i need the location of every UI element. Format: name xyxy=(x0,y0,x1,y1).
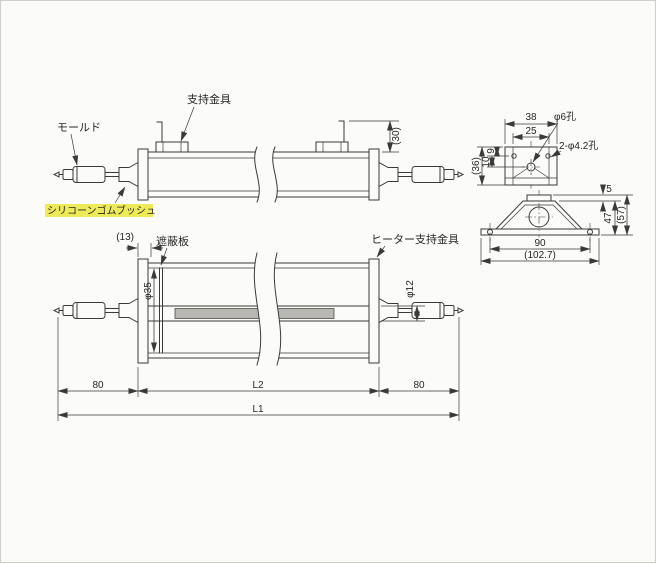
dim-right-end-80: 80 xyxy=(413,380,425,391)
bracket-detail-view: 38 25 9 10 (36) φ6孔 2-φ4.2孔 xyxy=(471,111,633,265)
label-support-bracket: 支持金具 xyxy=(187,92,231,106)
dim-end-gap-13: (13) xyxy=(116,232,134,243)
upper-side-view: (30) 支持金具 モールド シリコーンゴムブッシュ xyxy=(45,92,464,217)
label-mold: モールド xyxy=(57,122,101,134)
heating-element xyxy=(174,308,335,319)
dim-left-end-80: 80 xyxy=(92,380,104,391)
dim-pin-height: (30) xyxy=(391,127,402,145)
dim-bracket-width-38: 38 xyxy=(525,112,537,123)
highlight-silicone-bush xyxy=(45,204,153,217)
dim-bracket-inner-width-25: 25 xyxy=(525,126,537,137)
mounting-clip-right xyxy=(315,120,349,153)
dim-bracket-total-height-57: (57) xyxy=(616,206,627,224)
dim-offset-9: 9 xyxy=(486,148,497,154)
dim-element-diameter-phi12: φ12 xyxy=(405,280,416,298)
dim-bracket-depth-36: (36) xyxy=(471,157,482,175)
dim-foot-total-span-102-7: (102.7) xyxy=(524,250,556,261)
dim-offset-10: 10 xyxy=(481,156,492,168)
dim-heated-length-l2: L2 xyxy=(252,380,264,391)
dim-foot-span-90: 90 xyxy=(534,238,546,249)
label-silicone-rubber-bush: シリコーンゴムブッシュ xyxy=(47,204,156,217)
callout-phi42-holes: 2-φ4.2孔 xyxy=(559,140,598,152)
label-shield-plate: 遮蔽板 xyxy=(156,234,189,248)
dim-total-length-l1: L1 xyxy=(252,404,264,415)
dim-tube-diameter-phi35: φ35 xyxy=(143,282,154,300)
mounting-clip-left xyxy=(155,121,189,153)
length-dimensions: 80 L2 80 L1 xyxy=(57,317,460,421)
callout-phi6-hole: φ6孔 xyxy=(554,111,576,123)
dim-bracket-height-47: 47 xyxy=(603,212,614,224)
lower-section-view: φ35 φ12 (13) 遮蔽板 ヒーター支持金具 xyxy=(53,232,464,366)
dim-tab-height-5: 5 xyxy=(606,184,612,195)
label-heater-support-bracket: ヒーター支持金具 xyxy=(371,232,459,246)
